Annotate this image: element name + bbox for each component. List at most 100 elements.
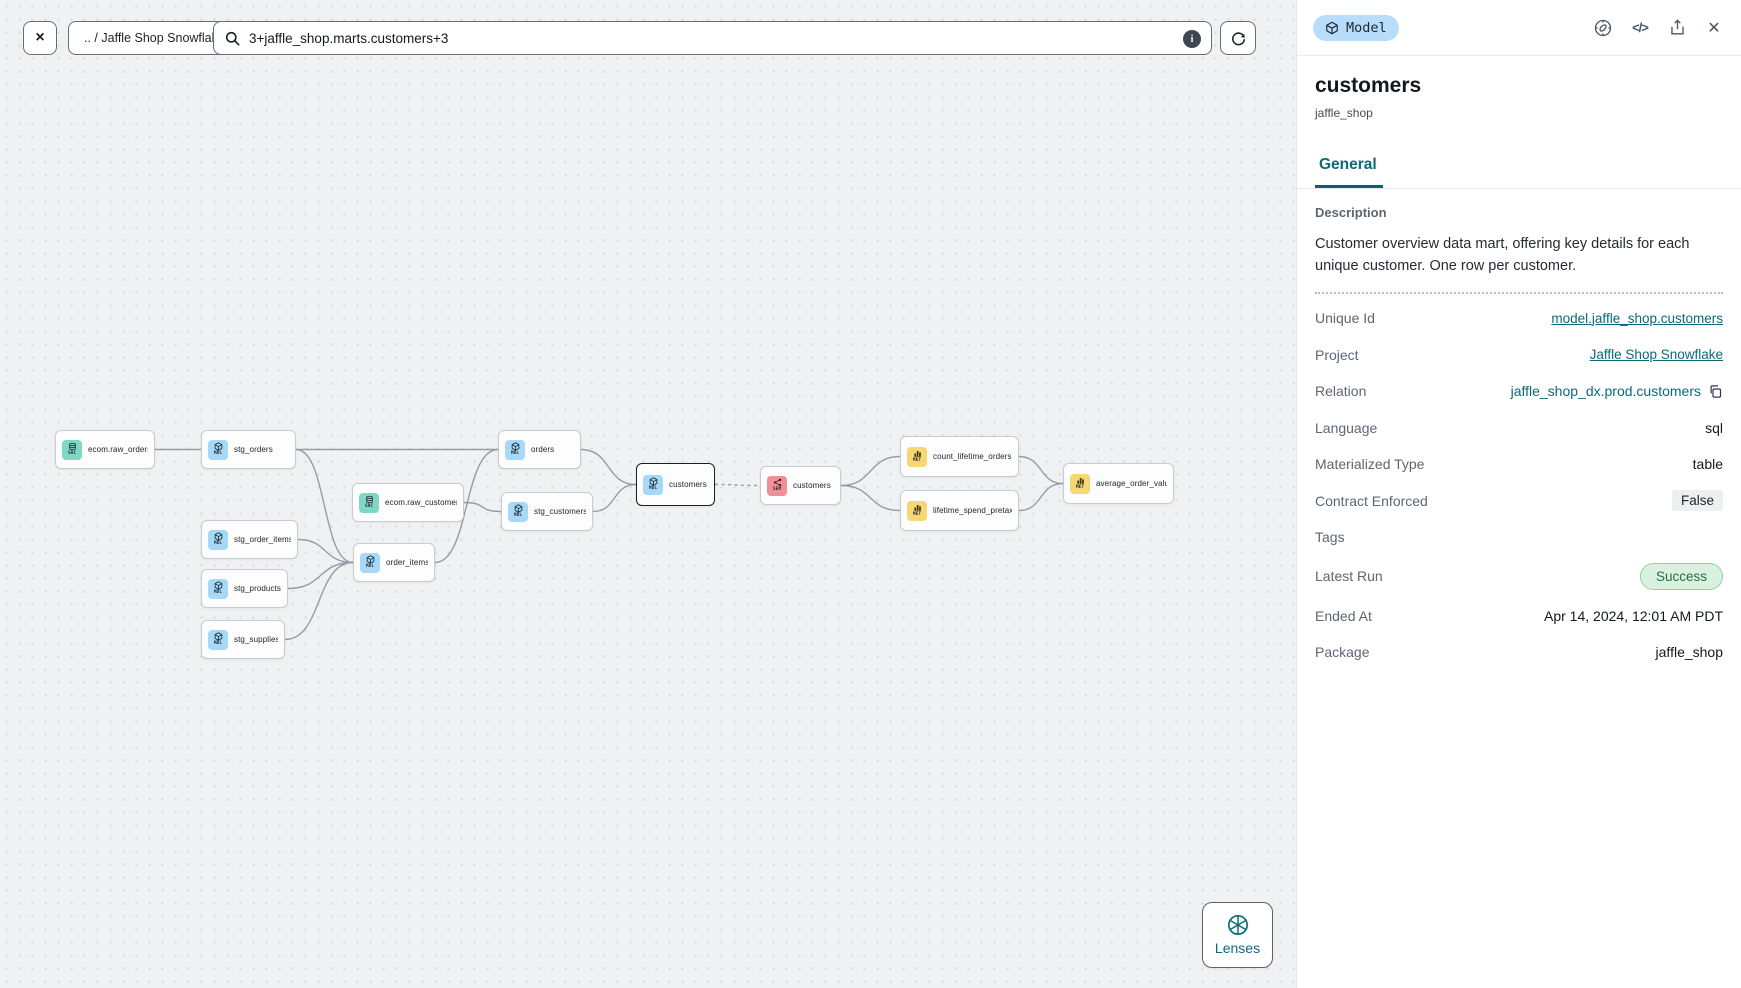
package-value: jaffle_shop (1655, 644, 1723, 661)
node-label: customers (793, 481, 831, 490)
refresh-icon (1231, 31, 1245, 45)
view-code-icon[interactable]: </> (1632, 20, 1649, 35)
panel-header: Model </> (1297, 0, 1741, 56)
field-row-project: Project Jaffle Shop Snowflake (1315, 336, 1723, 373)
field-row-latest-run: Latest Run Success (1315, 555, 1723, 597)
field-row-unique-id: Unique Id model.jaffle_shop.customers (1315, 300, 1723, 337)
edge-count-lifetime-orders-to-average-order-value (1018, 455, 1064, 485)
edge-stg-products-to-order-items (287, 561, 354, 590)
copy-icon[interactable] (1708, 384, 1723, 399)
search-input[interactable] (249, 30, 1211, 46)
model-package-subtitle: jaffle_shop (1315, 106, 1373, 120)
close-lineage-button[interactable]: × (23, 21, 57, 55)
field-label: Language (1315, 419, 1378, 436)
field-label: Project (1315, 346, 1359, 363)
field-row-package: Package jaffle_shop (1315, 634, 1723, 671)
field-label: Materialized Type (1315, 456, 1425, 473)
met-node-icon: MET (907, 446, 927, 467)
latest-run-status-badge: Success (1639, 562, 1723, 590)
field-label: Unique Id (1315, 310, 1375, 327)
lineage-node-stg-orders[interactable]: MDL stg_orders (201, 430, 296, 469)
edge-orders-to-customers-model (580, 448, 637, 486)
language-value: sql (1705, 419, 1723, 436)
share-icon[interactable] (1666, 17, 1688, 39)
resource-type-label: Model (1346, 19, 1387, 36)
mdl-node-icon: MDL (508, 501, 528, 522)
node-label: ecom.raw_customers (385, 498, 457, 507)
field-label: Ended At (1315, 607, 1372, 624)
breadcrumb[interactable]: .. / Jaffle Shop Snowflake (68, 21, 241, 55)
sem-node-icon: SEM (767, 475, 787, 496)
description-label: Description (1315, 205, 1387, 220)
section-divider (1315, 291, 1723, 294)
explore-compass-icon[interactable] (1592, 17, 1614, 39)
lineage-node-average-order-value[interactable]: MET average_order_value (1063, 463, 1174, 504)
lineage-node-count-lifetime-orders[interactable]: MET count_lifetime_orders (900, 436, 1019, 477)
lineage-search-bar: i (213, 21, 1212, 55)
node-label: orders (531, 445, 555, 454)
field-row-contract-enforced: Contract Enforced False (1315, 482, 1723, 519)
edge-stg-supplies-to-order-items (284, 561, 354, 641)
node-label: average_order_value (1096, 479, 1167, 488)
node-label: customers (669, 480, 707, 489)
info-icon[interactable]: i (1183, 30, 1201, 48)
lineage-node-lifetime-spend-pretax[interactable]: MET lifetime_spend_pretax (900, 490, 1019, 531)
edge-ecom-raw-customers-to-stg-customers (463, 501, 502, 513)
lineage-node-stg-customers[interactable]: MDL stg_customers (501, 492, 593, 531)
panel-tabbar: General (1297, 156, 1741, 189)
edge-customers-semantic-to-count-lifetime-orders (840, 455, 901, 487)
field-row-materialized-type: Materialized Type table (1315, 446, 1723, 483)
edge-stg-order-items-to-order-items (297, 538, 354, 564)
field-row-tags: Tags (1315, 519, 1723, 556)
src-node-icon: SRC (62, 439, 82, 460)
field-label: Tags (1315, 529, 1345, 546)
search-icon (225, 31, 240, 45)
project-link[interactable]: Jaffle Shop Snowflake (1589, 347, 1723, 363)
edge-stg-orders-to-order-items (295, 448, 354, 564)
node-label: stg_customers (534, 507, 586, 516)
node-label: count_lifetime_orders (933, 452, 1012, 461)
node-label: lifetime_spend_pretax (933, 506, 1012, 515)
close-panel-icon[interactable]: ✕ (1707, 19, 1721, 37)
unique-id-link[interactable]: model.jaffle_shop.customers (1551, 310, 1723, 326)
model-title: customers (1315, 74, 1422, 97)
refresh-button[interactable] (1220, 21, 1256, 55)
field-label: Contract Enforced (1315, 492, 1428, 509)
description-text: Customer overview data mart, offering ke… (1315, 236, 1690, 275)
lineage-node-customers-semantic[interactable]: SEM customers (760, 466, 841, 505)
lenses-aperture-icon (1227, 915, 1248, 935)
lenses-button[interactable]: Lenses (1202, 902, 1273, 968)
node-label: stg_products (234, 584, 281, 593)
ended-at-value: Apr 14, 2024, 12:01 AM PDT (1544, 607, 1723, 624)
lineage-node-ecom-raw-customers[interactable]: SRC ecom.raw_customers (352, 483, 464, 522)
lineage-node-ecom-raw-orders[interactable]: SRC ecom.raw_orders (55, 430, 155, 469)
contract-enforced-value: False (1671, 490, 1723, 512)
field-label: Package (1315, 644, 1370, 661)
relation-value: jaffle_shop_dx.prod.customers (1510, 383, 1701, 400)
node-label: stg_orders (234, 445, 273, 454)
src-node-icon: SRC (359, 492, 379, 513)
edge-customers-semantic-to-lifetime-spend-pretax (840, 484, 901, 512)
lenses-label: Lenses (1214, 940, 1261, 956)
tab-general[interactable]: General (1315, 156, 1383, 188)
lineage-node-customers-model[interactable]: MDL customers (636, 463, 715, 506)
field-label: Relation (1315, 383, 1367, 400)
mdl-node-icon: MDL (208, 439, 228, 460)
node-label: ecom.raw_orders (88, 445, 148, 454)
cube-icon (1326, 21, 1338, 34)
met-node-icon: MET (1070, 473, 1090, 494)
edge-stg-customers-to-customers-model (592, 483, 637, 513)
edge-customers-model-to-customers-semantic (714, 483, 761, 487)
field-row-ended-at: Ended At Apr 14, 2024, 12:01 AM PDT (1315, 597, 1723, 634)
node-label: stg_order_items (234, 535, 291, 544)
mdl-node-icon: MDL (643, 474, 663, 495)
met-node-icon: MET (907, 500, 927, 521)
node-label: stg_supplies (234, 635, 278, 644)
